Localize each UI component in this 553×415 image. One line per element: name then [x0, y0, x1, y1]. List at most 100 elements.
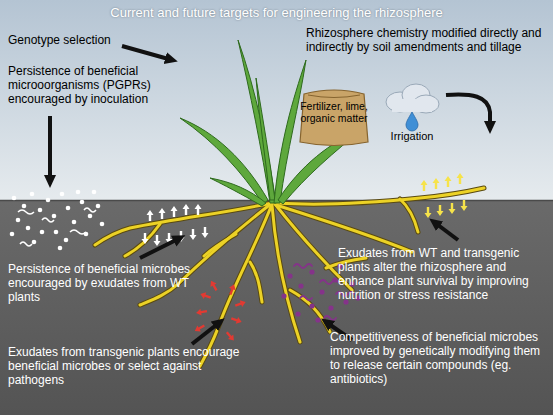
microbe: [12, 196, 17, 201]
root: [400, 199, 418, 232]
inoculated-microbes: [10, 190, 105, 251]
root: [200, 204, 272, 366]
root: [204, 234, 236, 256]
inoculated-microbe-filaments: [18, 208, 96, 246]
leaf: [210, 178, 266, 206]
exudate-arrow: [421, 180, 428, 191]
microbe-filament: [84, 208, 96, 212]
microbe: [66, 206, 71, 211]
microbe: [26, 226, 31, 231]
leaf: [180, 118, 268, 204]
annotation-text: Persistence of beneficial microoorganism…: [8, 64, 173, 106]
diagram-title: Current and future targets for engineeri…: [0, 5, 553, 20]
cloud-fill: [392, 99, 432, 112]
exudate-arrow: [147, 210, 154, 221]
leaf: [238, 40, 276, 203]
sky: [0, 0, 553, 202]
microbe: [60, 192, 65, 197]
exudate-arrow: [461, 200, 468, 211]
microbe: [315, 317, 320, 322]
microbe: [46, 198, 51, 203]
exudate-arrow: [224, 330, 236, 343]
microbe: [54, 230, 59, 235]
exudate-arrow: [227, 283, 237, 296]
microbe: [40, 230, 45, 235]
root: [400, 199, 418, 232]
microbe: [80, 200, 85, 205]
microbe: [92, 190, 97, 195]
exudate-arrow: [183, 204, 190, 215]
exudate-arrow: [195, 204, 202, 215]
root: [278, 188, 484, 204]
exudate-arrow: [433, 178, 440, 189]
root: [272, 205, 300, 342]
exudate-arrow: [159, 208, 166, 219]
root: [290, 290, 330, 332]
root: [278, 188, 484, 204]
irrigation-arrow: [446, 94, 490, 128]
microbe: [298, 283, 303, 288]
root: [276, 205, 412, 252]
annotation-text: Persistence of beneficial microbes encou…: [8, 262, 198, 304]
exudate-arrow: [208, 279, 220, 292]
microbe: [10, 232, 15, 237]
fertilizer-bag: Fertilizer, lime, organic matter: [298, 86, 370, 148]
exudate-arrow: [445, 176, 452, 187]
microbe: [328, 305, 333, 310]
microbe: [32, 240, 37, 245]
microbe-filament: [320, 280, 338, 284]
microbe: [58, 246, 63, 251]
microbe: [96, 204, 101, 209]
annotation-text: Genotype selection: [8, 33, 148, 47]
annotation-text: Exudates from WT and transgenic plants a…: [338, 246, 550, 302]
transgenic-exudate-arrows: [193, 279, 247, 343]
microbe: [38, 208, 43, 213]
microbe: [319, 289, 324, 294]
microbe-filament: [294, 264, 312, 268]
water-drop: [406, 112, 418, 131]
microbe-filament: [20, 242, 32, 246]
root: [204, 234, 236, 256]
exudate-arrow: [425, 207, 432, 218]
exudate-arrow: [154, 235, 161, 246]
exudate-arrow: [199, 291, 212, 301]
exudate-arrow: [202, 227, 209, 238]
microbe: [309, 269, 314, 274]
microbe: [52, 214, 57, 219]
node-text: Fertilizer, lime, organic matter: [298, 100, 370, 124]
microbe: [30, 192, 35, 197]
exudate-arrow: [449, 203, 456, 214]
exudate-arrow: [142, 233, 149, 244]
microbe-filament: [324, 316, 336, 320]
exudate-arrow: [171, 206, 178, 217]
microbe: [16, 218, 21, 223]
annotation-text: Competitiveness of beneficial microbes i…: [330, 330, 552, 386]
microbe: [281, 293, 286, 298]
soil: [0, 200, 553, 415]
pointer-arrow: [192, 322, 220, 344]
cloud-shape: [386, 84, 439, 113]
pointer-arrow: [48, 116, 52, 182]
annotation-text: Exudates from transgenic plants encourag…: [8, 345, 253, 387]
irrigation-cloud: Irrigation: [380, 82, 444, 144]
microbe: [76, 190, 81, 195]
node-text: Irrigation: [380, 130, 444, 143]
microbe-filament: [18, 210, 34, 214]
annotation-text: Rhizosphere chemistry modified directly …: [306, 26, 546, 54]
pointer-arrow: [140, 238, 180, 258]
pointer-arrow: [122, 46, 172, 60]
root: [272, 205, 300, 342]
microbe: [72, 220, 77, 225]
root: [250, 262, 262, 302]
stress-exudate-arrows: [421, 173, 468, 218]
pointer-arrow: [434, 222, 458, 240]
exudate-arrow: [457, 173, 464, 184]
microbe: [88, 214, 93, 219]
exudate-arrow: [234, 299, 247, 309]
exudate-arrow: [190, 229, 197, 240]
exudate-arrow: [195, 308, 207, 317]
microbe: [100, 222, 105, 227]
microbe: [64, 238, 69, 243]
root: [250, 262, 262, 302]
